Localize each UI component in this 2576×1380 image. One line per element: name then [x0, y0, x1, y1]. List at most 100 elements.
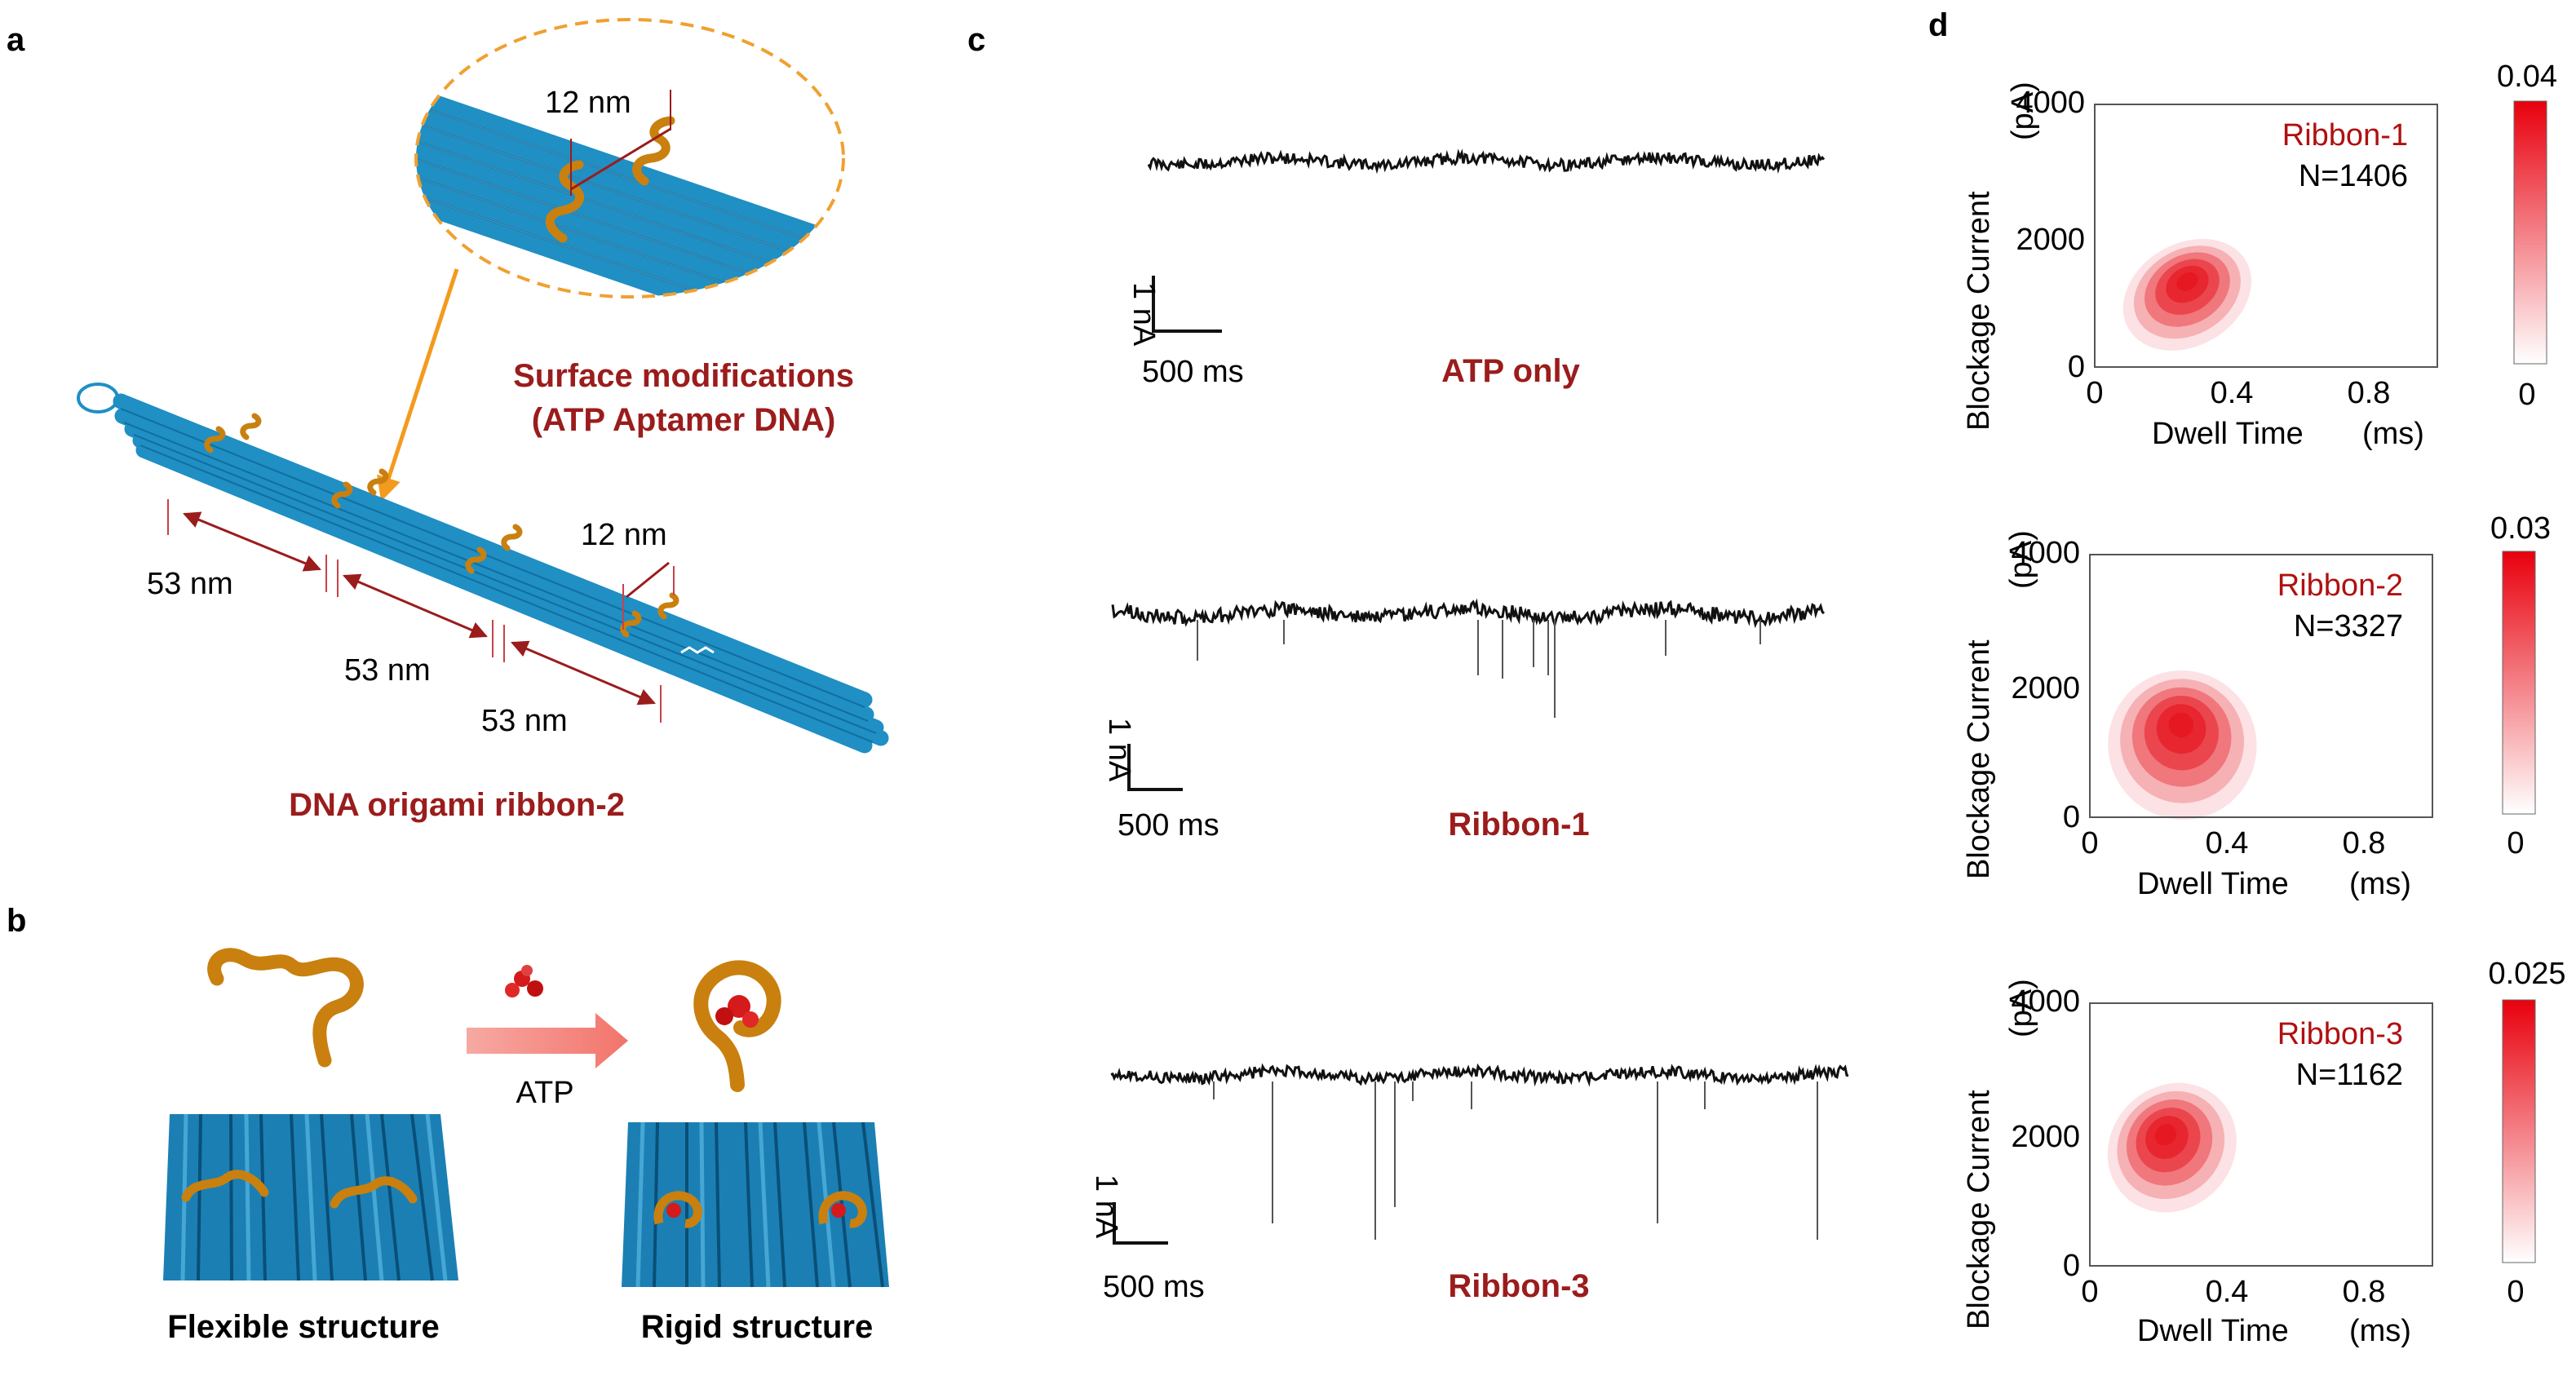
panel-a-caption: DNA origami ribbon-2 [289, 787, 625, 823]
spacing-arrow-2 [343, 573, 488, 639]
zoom-helix-bundle [416, 88, 843, 297]
ribbon-aptamers [204, 413, 679, 638]
trace-title: ATP only [1441, 353, 1580, 389]
scale-bar [1127, 744, 1183, 791]
x-tick-label: 0.4 [2206, 1275, 2249, 1309]
current-scale-label: 1 nA [1089, 1174, 1123, 1239]
x-axis-unit: (ms) [2349, 1314, 2411, 1348]
x-axis-unit: (ms) [2349, 867, 2411, 901]
event-count: N=1406 [2299, 159, 2408, 193]
rigid-aptamer [693, 960, 781, 1092]
ribbon-53nm-label-2: 53 nm [344, 653, 431, 688]
current-scale-label: 1 nA [1102, 718, 1136, 782]
y-tick-label: 4000 [2011, 984, 2080, 1019]
heatmap-ribbon-3: 4000 2000 0 0 0.4 0.8 Dwell Time (ms) Bl… [1962, 957, 2566, 1348]
x-tick-label: 0 [2086, 376, 2103, 410]
ribbon-helix-bundle [113, 393, 889, 754]
colorbar [2502, 999, 2536, 1263]
current-trace-atp-only: 1 nA 500 ms ATP only [1126, 148, 1826, 389]
panel-c: c 1 nA 500 ms ATP only 1 nA 500 ms Ribbo… [967, 22, 1849, 1304]
time-scale-label: 500 ms [1142, 355, 1244, 389]
event-count: N=3327 [2294, 609, 2403, 644]
y-tick-label: 4000 [2016, 86, 2085, 120]
x-tick-label: 0 [2081, 826, 2098, 860]
scale-bar [1113, 1202, 1168, 1245]
current-trace-ribbon-3: 1 nA 500 ms Ribbon-3 [1089, 1063, 1849, 1304]
y-axis-label: Blockage Current [1962, 191, 1996, 431]
rigid-caption: Rigid structure [641, 1309, 873, 1345]
x-axis-unit: (ms) [2362, 417, 2424, 451]
zoom-aptamer-right [632, 116, 675, 186]
x-tick-label: 0.8 [2343, 1275, 2386, 1309]
y-axis-label: Blockage Current [1962, 639, 1996, 879]
trace-title: Ribbon-3 [1448, 1268, 1589, 1304]
colorbar-max: 0.025 [2488, 957, 2565, 991]
plot-frame [2089, 554, 2433, 818]
plot-frame [2089, 1002, 2433, 1267]
time-scale-label: 500 ms [1118, 808, 1219, 843]
trace-line [1110, 1063, 1849, 1087]
zoom-pointer-arrow [377, 268, 459, 502]
y-tick-label: 2000 [2011, 671, 2080, 705]
zoom-inset: 12 nm [414, 18, 845, 299]
spacing-arrow-1 [183, 511, 321, 572]
spacing-arrow-3 [511, 640, 656, 705]
x-axis-label: Dwell Time [2137, 1314, 2289, 1348]
panel-a: a [7, 18, 889, 823]
y-tick-label: 0 [2068, 350, 2085, 384]
colorbar-min: 0 [2507, 826, 2524, 860]
panel-c-letter: c [967, 22, 985, 58]
y-axis-unit: (pA) [2004, 530, 2038, 589]
translocation-spikes [1197, 620, 1761, 718]
trace-title: Ribbon-1 [1448, 807, 1589, 843]
panel-d-letter: d [1928, 7, 1948, 43]
y-axis-label: Blockage Current [1962, 1090, 1996, 1329]
y-tick-label: 2000 [2016, 223, 2085, 257]
colorbar [2502, 551, 2536, 815]
origami-ribbon [77, 383, 889, 754]
colorbar-max: 0.03 [2490, 511, 2551, 546]
zoom-dashed-outline [414, 18, 845, 299]
x-tick-label: 0.8 [2348, 376, 2391, 410]
event-count: N=1162 [2296, 1058, 2403, 1092]
y-tick-label: 0 [2063, 800, 2080, 834]
heatmap-ribbon-2: 4000 2000 0 0 0.4 0.8 Dwell Time (ms) Bl… [1962, 511, 2551, 901]
density-contour-level [2176, 272, 2198, 291]
y-tick-label: 4000 [2011, 536, 2080, 570]
panel-d: d 4000 2000 0 0 0.4 0.8 Dwell Time (ms) … [1928, 7, 2566, 1348]
rigid-surface [622, 1121, 889, 1288]
spacing-markers [167, 499, 675, 723]
ribbon-12nm-label: 12 nm [581, 518, 667, 552]
scale-bar [1152, 276, 1222, 333]
sample-label: Ribbon-2 [2277, 568, 2403, 603]
flexible-surface [163, 1113, 458, 1281]
colorbar-min: 0 [2518, 378, 2535, 412]
zoom-distance-label: 12 nm [545, 86, 631, 120]
density-contour-level [2154, 1124, 2177, 1146]
current-trace-ribbon-1: 1 nA 500 ms Ribbon-1 [1102, 598, 1826, 843]
density-contours [2122, 238, 2251, 351]
x-tick-label: 0.4 [2206, 826, 2249, 860]
current-scale-label: 1 nA [1126, 282, 1161, 347]
density-contours [2107, 1082, 2237, 1213]
time-scale-label: 500 ms [1103, 1270, 1205, 1304]
x-tick-label: 0 [2081, 1275, 2098, 1309]
zoom-aptamer-left [545, 160, 585, 243]
sample-label: Ribbon-3 [2277, 1017, 2403, 1051]
colorbar [2513, 100, 2547, 365]
colorbar-max: 0.04 [2497, 60, 2557, 94]
plot-frame [2094, 104, 2438, 368]
panel-b: b [7, 903, 889, 1345]
translocation-spikes [1213, 1081, 1818, 1240]
trace-line [1147, 148, 1826, 175]
atp-molecule-icon [505, 965, 543, 997]
panel-a-letter: a [7, 22, 25, 58]
y-tick-label: 0 [2063, 1249, 2080, 1283]
flexible-aptamer [207, 948, 364, 1068]
x-axis-label: Dwell Time [2152, 417, 2304, 451]
x-tick-label: 0.8 [2343, 826, 2386, 860]
atp-label: ATP [516, 1076, 573, 1110]
ribbon-53nm-label-3: 53 nm [481, 704, 568, 738]
surface-mod-label-2: (ATP Aptamer DNA) [532, 402, 836, 438]
ribbon-end-loop [77, 383, 119, 414]
